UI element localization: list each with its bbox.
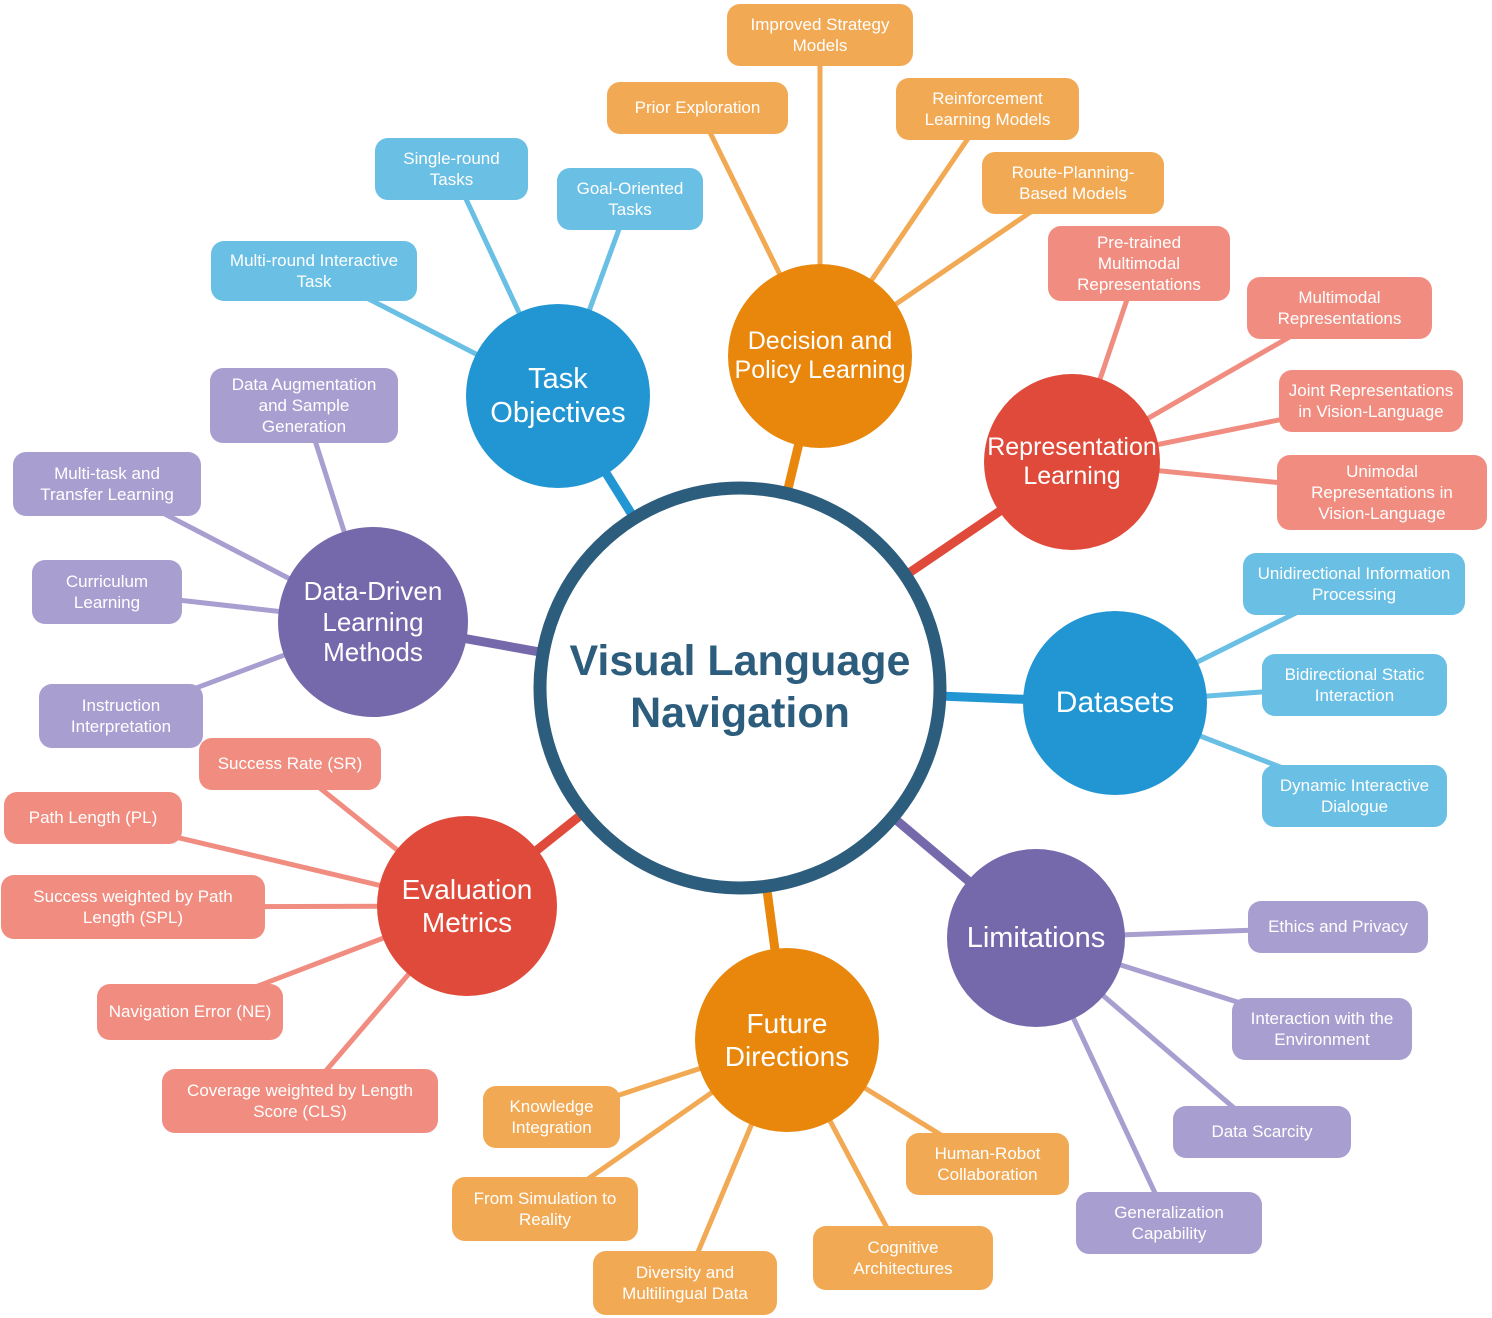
- leaf-generalization-capability[interactable]: Generalization Capability: [1076, 1192, 1262, 1254]
- leaf-success-weighted-by-path-length-spl[interactable]: Success weighted by Path Length (SPL): [1, 875, 265, 939]
- branch-node-representation-learning[interactable]: Representation Learning: [984, 374, 1160, 550]
- center-node-circle[interactable]: [533, 481, 947, 895]
- branch-node-limitations[interactable]: Limitations: [947, 849, 1125, 1027]
- leaf-cognitive-architectures[interactable]: Cognitive Architectures: [813, 1226, 993, 1290]
- center-node[interactable]: Visual Language Navigation: [569, 637, 911, 737]
- leaf-curriculum-learning[interactable]: Curriculum Learning: [32, 560, 182, 624]
- leaf-navigation-error-ne[interactable]: Navigation Error (NE): [97, 984, 283, 1040]
- branch-node-data-driven-learning-methods[interactable]: Data-Driven Learning Methods: [278, 527, 468, 717]
- leaf-route-planning-based-models[interactable]: Route-Planning- Based Models: [982, 152, 1164, 214]
- leaf-multi-round-interactive-task[interactable]: Multi-round Interactive Task: [211, 241, 417, 301]
- leaf-dynamic-interactive-dialogue[interactable]: Dynamic Interactive Dialogue: [1262, 765, 1447, 827]
- leaf-coverage-weighted-by-length-score-cls[interactable]: Coverage weighted by Length Score (CLS): [162, 1069, 438, 1133]
- leaf-interaction-with-the-environment[interactable]: Interaction with the Environment: [1232, 998, 1412, 1060]
- leaf-unidirectional-information-processing[interactable]: Unidirectional Information Processing: [1243, 553, 1465, 615]
- leaf-human-robot-collaboration[interactable]: Human-Robot Collaboration: [906, 1133, 1069, 1195]
- leaf-pre-trained-multimodal-representations[interactable]: Pre-trained Multimodal Representations: [1048, 226, 1230, 301]
- leaf-multi-task-and-transfer-learning[interactable]: Multi-task and Transfer Learning: [13, 452, 201, 516]
- leaf-reinforcement-learning-models[interactable]: Reinforcement Learning Models: [896, 78, 1079, 140]
- branch-node-datasets[interactable]: Datasets: [1023, 611, 1207, 795]
- branch-node-decision-and-policy-learning[interactable]: Decision and Policy Learning: [728, 264, 912, 448]
- leaf-improved-strategy-models[interactable]: Improved Strategy Models: [727, 4, 913, 66]
- leaf-bidirectional-static-interaction[interactable]: Bidirectional Static Interaction: [1262, 654, 1447, 716]
- leaf-multimodal-representations[interactable]: Multimodal Representations: [1247, 277, 1432, 339]
- leaf-knowledge-integration[interactable]: Knowledge Integration: [483, 1086, 620, 1148]
- leaf-single-round-tasks[interactable]: Single-round Tasks: [375, 138, 528, 200]
- branch-node-task-objectives[interactable]: Task Objectives: [466, 304, 650, 488]
- leaf-path-length-pl[interactable]: Path Length (PL): [4, 792, 182, 844]
- leaf-goal-oriented-tasks[interactable]: Goal-Oriented Tasks: [557, 168, 703, 230]
- leaf-data-scarcity[interactable]: Data Scarcity: [1173, 1106, 1351, 1158]
- leaf-success-rate-sr[interactable]: Success Rate (SR): [199, 738, 381, 790]
- leaf-diversity-and-multilingual-data[interactable]: Diversity and Multilingual Data: [593, 1251, 777, 1315]
- leaf-data-augmentation-and-sample-generation[interactable]: Data Augmentation and Sample Generation: [210, 368, 398, 443]
- leaf-instruction-interpretation[interactable]: Instruction Interpretation: [39, 684, 203, 748]
- leaf-prior-exploration[interactable]: Prior Exploration: [607, 82, 788, 134]
- branch-node-future-directions[interactable]: Future Directions: [695, 948, 879, 1132]
- leaf-unimodal-representations-in-vision-language[interactable]: Unimodal Representations in Vision-Langu…: [1277, 455, 1487, 530]
- leaf-from-simulation-to-reality[interactable]: From Simulation to Reality: [452, 1177, 638, 1241]
- leaf-ethics-and-privacy[interactable]: Ethics and Privacy: [1248, 901, 1428, 953]
- leaf-joint-representations-in-vision-language[interactable]: Joint Representations in Vision-Language: [1279, 370, 1463, 432]
- branch-node-evaluation-metrics[interactable]: Evaluation Metrics: [377, 816, 557, 996]
